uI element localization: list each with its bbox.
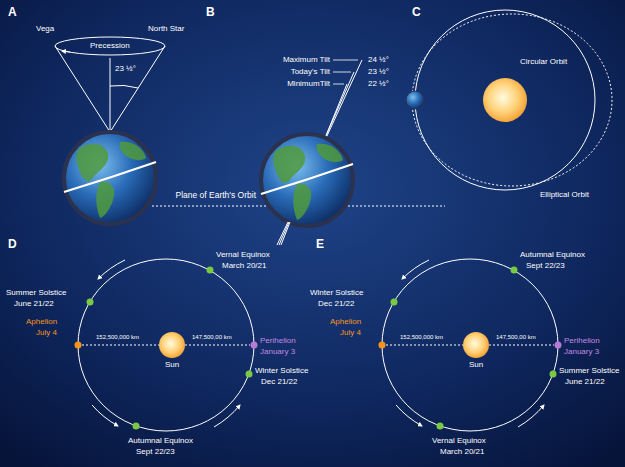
orbit-label: Circular Orbit <box>520 57 567 66</box>
plane-label: Plane of Earth's Orbit <box>175 191 256 201</box>
perihelion-label: Perihelion <box>260 336 296 345</box>
date-label: July 4 <box>36 328 57 337</box>
tilt-label: Today's Tilt <box>291 67 330 76</box>
distance-label: 147,500,00 km <box>192 334 232 341</box>
tilt-label: MinimumTilt <box>287 79 330 88</box>
date-label: July 4 <box>340 328 361 337</box>
star-name: North Star <box>148 24 184 33</box>
angle-label: 23 ½° <box>368 67 389 76</box>
star-name: Vega <box>36 24 54 33</box>
season-label: Vernal Equinox <box>432 436 486 445</box>
panel-letter: C <box>412 6 421 20</box>
aphelion-label: Aphelion <box>26 317 57 326</box>
panel-letter: B <box>206 6 215 20</box>
date-label: Sept 22/23 <box>136 447 175 456</box>
date-label: January 3 <box>564 347 599 356</box>
date-label: March 20/21 <box>222 261 266 270</box>
date-label: January 3 <box>260 347 295 356</box>
panel-letter: E <box>316 238 324 252</box>
date-label: Dec 21/22 <box>318 299 354 308</box>
angle-label: 23 ½° <box>115 64 136 73</box>
season-label: Autumnal Equinox <box>128 436 193 445</box>
date-label: June 21/22 <box>14 299 54 308</box>
season-label: Winter Solstice <box>310 288 363 297</box>
panel-letter: D <box>8 238 17 252</box>
season-label: Autumnal Equinox <box>520 250 585 259</box>
sun-label: Sun <box>469 360 483 369</box>
orbit-label: Elliptical Orbit <box>540 190 589 199</box>
date-label: March 20/21 <box>440 447 484 456</box>
season-label: Winter Solstice <box>255 366 308 375</box>
aphelion-label: Aphelion <box>330 317 361 326</box>
angle-label: 22 ½° <box>368 79 389 88</box>
sun-label: Sun <box>165 360 179 369</box>
motion-label: Precession <box>90 41 130 50</box>
date-label: Sept 22/23 <box>526 261 565 270</box>
angle-label: 24 ½° <box>368 55 389 64</box>
date-label: Dec 21/22 <box>261 377 297 386</box>
panel-letter: A <box>8 6 17 20</box>
perihelion-label: Perihelion <box>564 336 600 345</box>
tilt-label: Maximum Tilt <box>283 55 330 64</box>
season-label: Summer Solstice <box>6 288 66 297</box>
date-label: June 21/22 <box>565 377 605 386</box>
distance-label: 152,500,000 km <box>400 334 443 341</box>
season-label: Summer Solstice <box>559 366 619 375</box>
distance-label: 152,500,000 km <box>96 334 139 341</box>
season-label: Vernal Equinox <box>216 250 270 259</box>
distance-label: 147,500,00 km <box>496 334 536 341</box>
